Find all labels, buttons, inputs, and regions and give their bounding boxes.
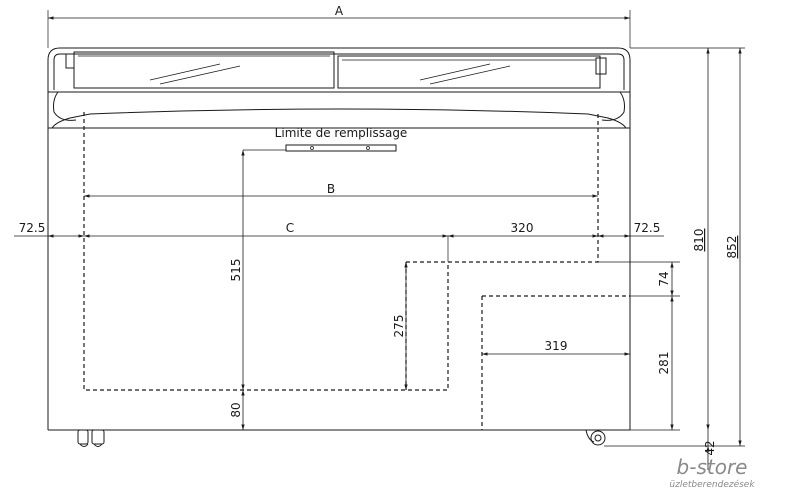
label-810: 810	[692, 229, 706, 252]
label-275: 275	[392, 315, 406, 338]
brand-tagline: üzletberendezések	[669, 479, 755, 490]
fill-limit: Limite de remplissage	[243, 126, 408, 152]
dimension-b: B	[84, 182, 598, 198]
label-72-right: 72.5	[634, 221, 661, 235]
label-852: 852	[725, 236, 739, 259]
glass-lid-left	[73, 51, 335, 89]
dimension-515-80: 515 80	[229, 150, 245, 430]
label-80: 80	[229, 402, 243, 417]
fill-limit-bar	[285, 144, 397, 152]
inner-outline	[83, 112, 630, 430]
dimension-row-c: 72.5 C 320 72.5	[14, 221, 664, 262]
cabinet	[47, 47, 631, 431]
label-515: 515	[229, 259, 243, 282]
label-b: B	[327, 182, 335, 196]
dimension-275: 275	[392, 262, 408, 390]
label-c: C	[286, 221, 294, 235]
brand-watermark: b-store üzletberendezések	[669, 455, 755, 490]
dimension-heights: 810 852 42	[604, 47, 745, 470]
label-74: 74	[657, 271, 671, 286]
fill-limit-label: Limite de remplissage	[275, 126, 408, 140]
dimension-a: A	[47, 4, 631, 48]
glass-lid-right	[337, 55, 601, 89]
label-a: A	[335, 4, 344, 18]
label-319: 319	[545, 339, 568, 353]
brand-logo: b-store	[677, 455, 748, 479]
label-320: 320	[511, 221, 534, 235]
feet	[77, 429, 606, 447]
label-42: 42	[703, 440, 717, 455]
caster-wheel	[590, 430, 606, 446]
label-281: 281	[657, 352, 671, 375]
label-72-left: 72.5	[19, 221, 46, 235]
dimension-right-step: 74 281 319	[482, 261, 680, 431]
